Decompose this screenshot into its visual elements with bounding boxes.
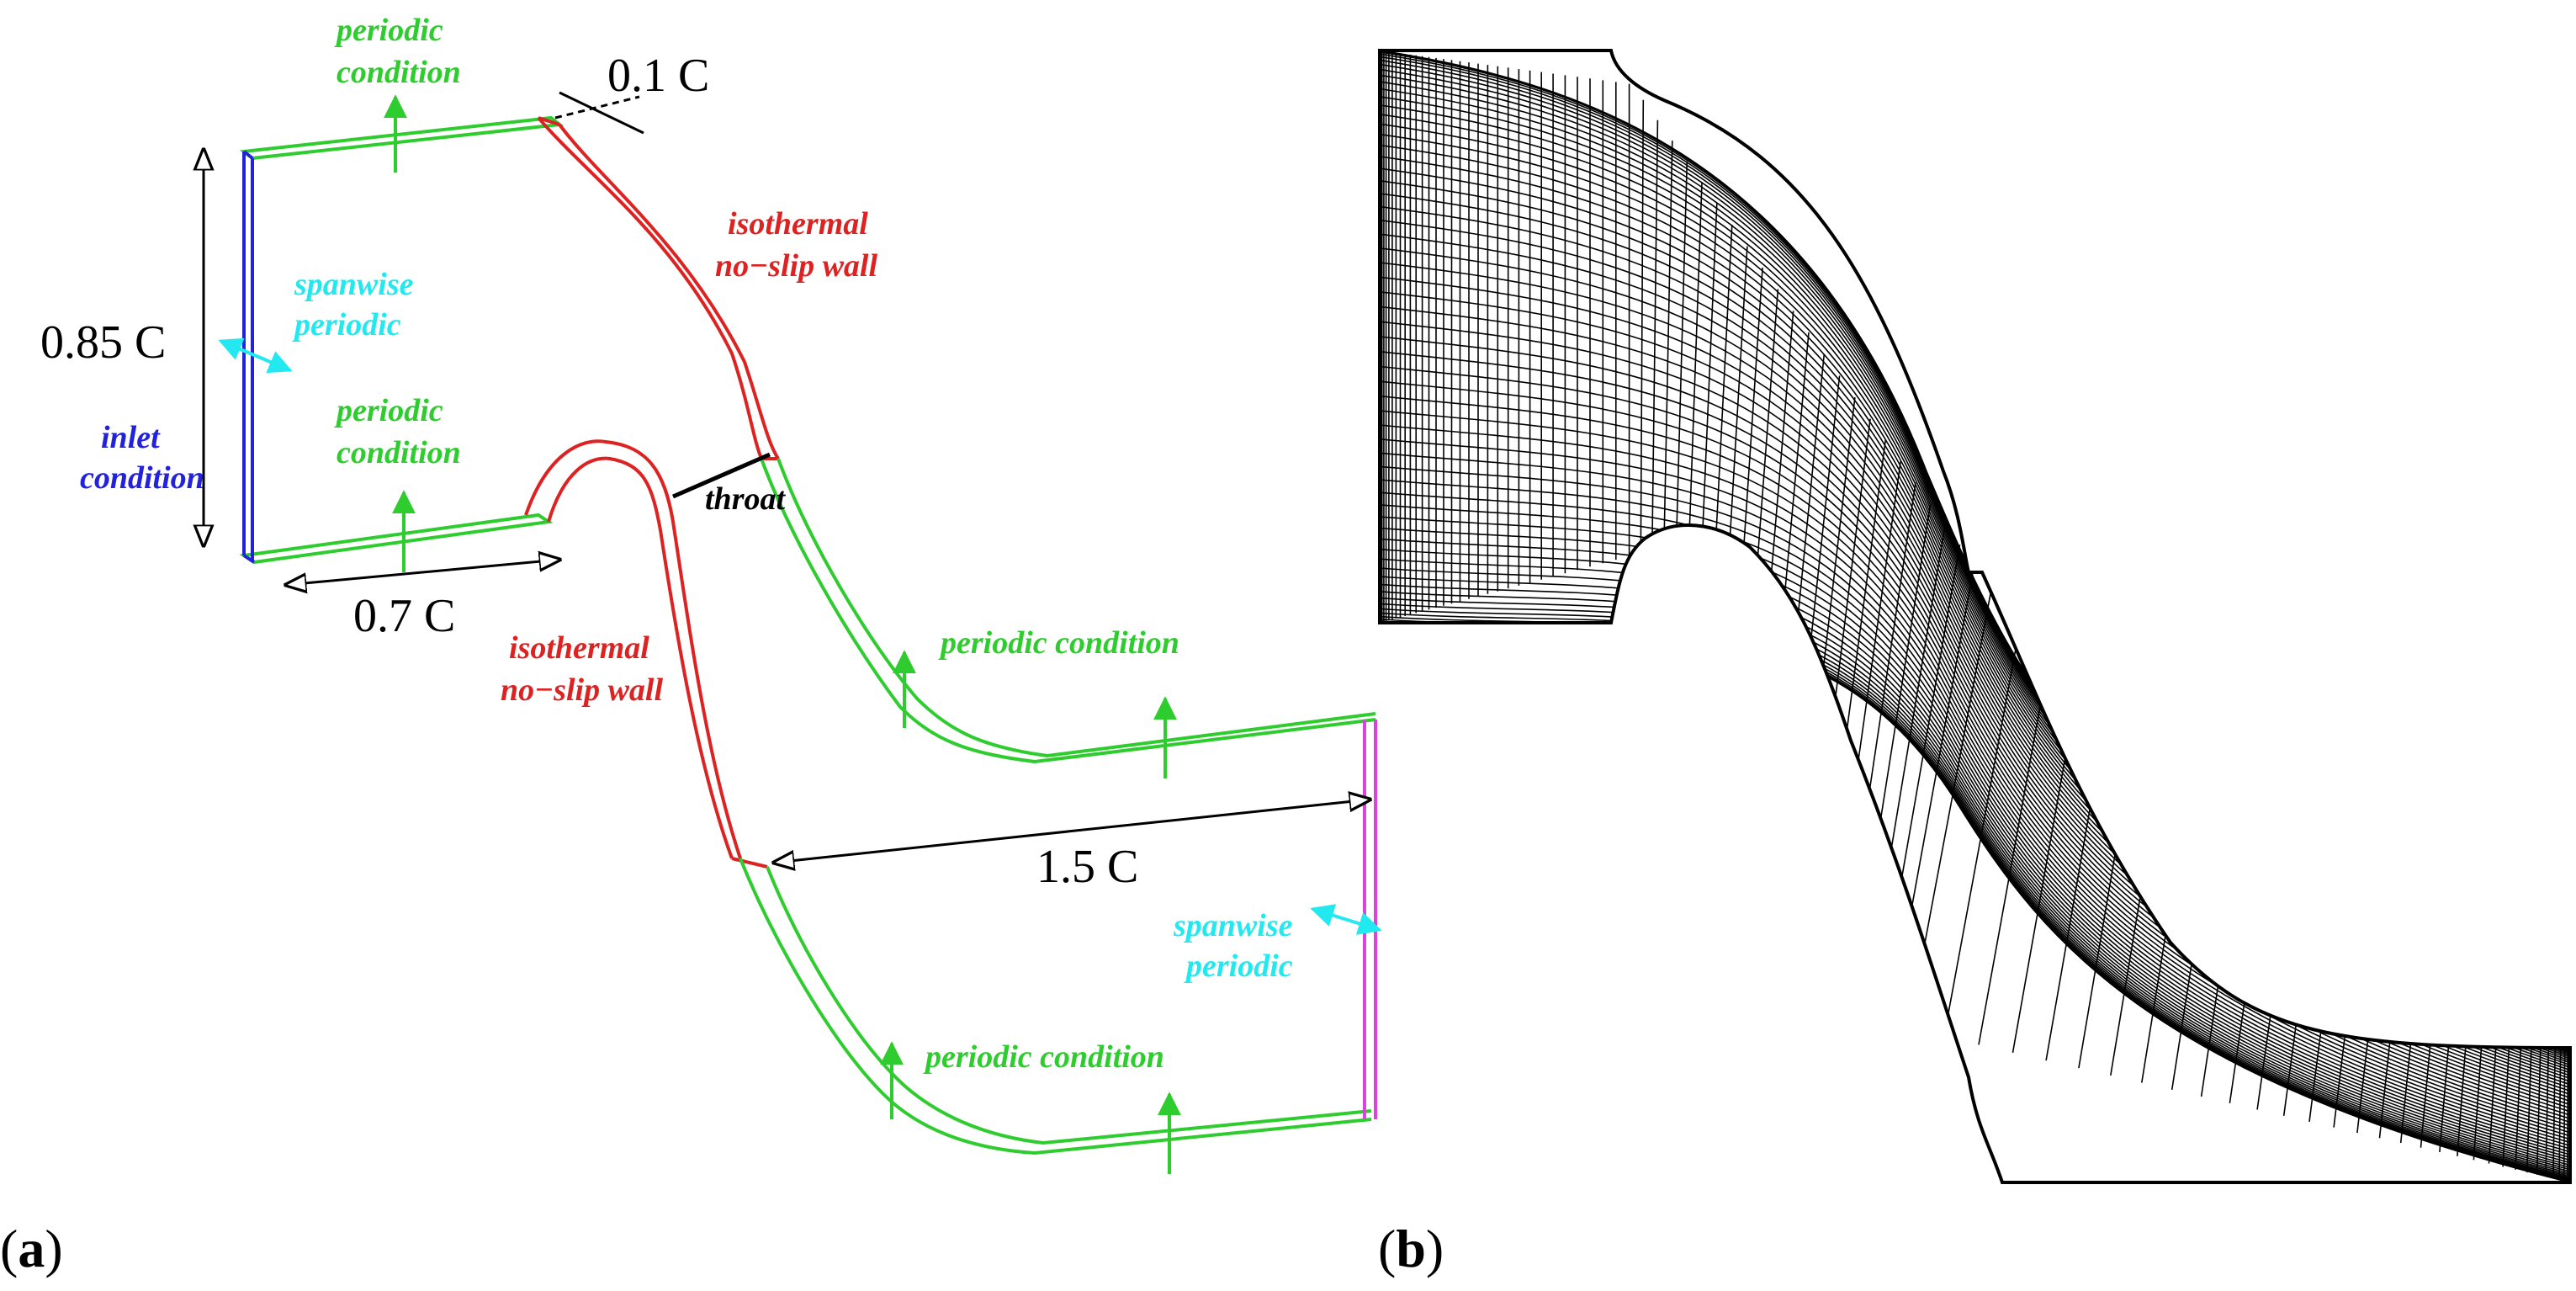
label-inlet-1: inlet [101,420,161,455]
dimension-arrows [204,91,1370,863]
dimension-span: 0.1 C [607,50,709,102]
panel-b-mesh: (b) [1378,49,2572,1278]
spanwise-arrows [218,337,1382,935]
panel-a-labels: periodic condition periodic condition pe… [0,13,1293,1278]
dimension-inlet-length: 0.7 C [353,590,455,642]
outlet-plane [1363,720,1377,1119]
label-wall-top-1: isothermal [728,206,868,242]
panel-a-caption: (a) [0,1219,63,1278]
lower-blade-wall [524,439,768,869]
label-periodic-right-1: periodic condition [938,625,1179,661]
upper-blade-wall [537,116,780,460]
label-spanwise-right-2: periodic [1184,948,1293,984]
label-periodic-mid-2: condition [337,435,461,470]
throat-line [672,452,771,499]
panel-a-domain [204,91,1382,1174]
label-inlet-2: condition [80,460,204,496]
label-wall-bottom-2: no−slip wall [501,672,663,708]
dimension-pitch: 0.85 C [40,316,166,369]
inlet-plane [242,150,256,564]
label-periodic-top-1: periodic [334,13,443,48]
label-throat: throat [705,481,786,517]
mesh-outline [1378,49,2572,1184]
label-periodic-mid-1: periodic [334,393,443,428]
label-wall-top-2: no−slip wall [715,248,877,284]
label-wall-bottom-1: isothermal [509,630,649,666]
label-spanwise-left-1: spanwise [294,267,414,302]
label-spanwise-left-2: periodic [292,307,401,343]
suction-side-periodic [760,458,1376,764]
upper-periodic-boundary [239,115,564,161]
pressure-side-periodic [739,858,1372,1156]
label-spanwise-right-1: spanwise [1173,908,1293,943]
lower-inlet-periodic [239,513,554,565]
panel-b-caption: (b) [1378,1219,1444,1278]
dimension-outlet-length: 1.5 C [1036,841,1138,893]
label-periodic-right-2: periodic condition [923,1039,1164,1075]
label-periodic-top-2: condition [337,55,461,90]
periodic-normal-arrows [384,94,1181,1174]
